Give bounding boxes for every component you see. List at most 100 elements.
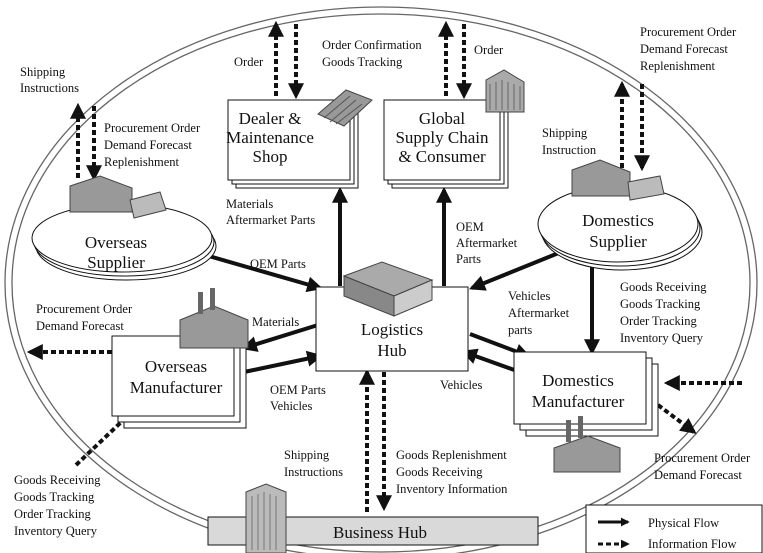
order-confirmation-2: Goods Tracking xyxy=(322,55,403,69)
dealer-label-2: Maintenance xyxy=(226,128,314,147)
order-left-label: Order xyxy=(234,55,264,69)
phys-arrow-dommanuf-to-hub xyxy=(460,348,521,374)
shipping-instruction-right-2: Instruction xyxy=(542,143,597,157)
materials-aftermarket-1: Materials xyxy=(226,197,273,211)
materials-label: Materials xyxy=(252,315,299,329)
proc-top-right-1: Procurement Order xyxy=(640,25,737,39)
oem-parts-vehicles-2: Vehicles xyxy=(270,399,312,413)
overseas-manufacturer-label-2: Manufacturer xyxy=(130,378,223,397)
goods-replenishment-2: Goods Receiving xyxy=(396,465,483,479)
legend: Physical Flow Information Flow xyxy=(585,504,763,553)
global-label-1: Global xyxy=(419,109,466,128)
proc-left-2: Demand Forecast xyxy=(104,138,192,152)
global-label-2: Supply Chain xyxy=(395,128,489,147)
goods-receiving-right-3: Order Tracking xyxy=(620,314,697,328)
proc-order-bottom-right-2: Demand Forecast xyxy=(654,468,742,482)
goods-replenishment-3: Inventory Information xyxy=(396,482,508,496)
phys-arrow-overmanuf-to-hub xyxy=(243,350,324,374)
vehicles-label: Vehicles xyxy=(440,378,482,392)
business-building-illustration xyxy=(245,483,287,553)
proc-order-left-1: Procurement Order xyxy=(36,302,133,316)
goods-receiving-right-2: Goods Tracking xyxy=(620,297,701,311)
shipping-instruction-right-1: Shipping xyxy=(542,126,588,140)
oem-aftermarket-1: OEM xyxy=(456,220,484,234)
legend-information-label: Information Flow xyxy=(648,537,737,551)
proc-order-left-2: Demand Forecast xyxy=(36,319,124,333)
oem-aftermarket-2: Aftermarket xyxy=(456,236,518,250)
overseas-supplier-factory-illustration xyxy=(69,175,167,219)
shipping-instructions-bottom-1: Shipping xyxy=(284,448,330,462)
overseas-manufacturer-factory-illustration xyxy=(179,288,249,349)
domestics-supplier-factory-illustration xyxy=(571,159,665,201)
shipping-instructions-tl-1: Shipping xyxy=(20,65,66,79)
materials-aftermarket-2: Aftermarket Parts xyxy=(226,213,315,227)
goods-replenishment-1: Goods Replenishment xyxy=(396,448,507,462)
vehicles-aftermarket-3: parts xyxy=(508,323,532,337)
order-confirmation-1: Order Confirmation xyxy=(322,38,422,52)
proc-order-bottom-right-1: Procurement Order xyxy=(654,451,751,465)
proc-left-3: Replenishment xyxy=(104,155,180,169)
vehicles-aftermarket-1: Vehicles xyxy=(508,289,550,303)
dealer-illustration xyxy=(317,89,373,127)
oem-parts-vehicles-1: OEM Parts xyxy=(270,383,326,397)
domestics-manufacturer-factory-illustration xyxy=(553,416,621,473)
goods-receiving-left-4: Inventory Query xyxy=(14,524,98,538)
domestics-supplier-label-1: Domestics xyxy=(582,211,654,230)
proc-top-right-2: Demand Forecast xyxy=(640,42,728,56)
proc-top-right-3: Replenishment xyxy=(640,59,716,73)
domestics-manufacturer-label-2: Manufacturer xyxy=(532,392,625,411)
dealer-label-3: Shop xyxy=(253,147,288,166)
domestics-supplier-label-2: Supplier xyxy=(589,232,647,251)
dealer-label-1: Dealer & xyxy=(239,109,302,128)
business-hub-label: Business Hub xyxy=(333,523,427,542)
overseas-supplier-label-1: Overseas xyxy=(85,233,147,252)
oem-parts-top-label: OEM Parts xyxy=(250,257,306,271)
goods-receiving-right-1: Goods Receiving xyxy=(620,280,707,294)
shipping-instructions-bottom-2: Instructions xyxy=(284,465,343,479)
shipping-instructions-tl-2: Instructions xyxy=(20,81,79,95)
phys-arrow-hub-to-overmanuf xyxy=(240,323,319,352)
overseas-supplier-label-2: Supplier xyxy=(87,253,145,272)
goods-receiving-left-3: Order Tracking xyxy=(14,507,91,521)
proc-left-1: Procurement Order xyxy=(104,121,201,135)
info-arrow-proc-bottom-right xyxy=(656,403,697,434)
outer-ring xyxy=(4,6,758,553)
logistics-hub-illustration xyxy=(342,261,434,317)
goods-receiving-left-1: Goods Receiving xyxy=(14,473,101,487)
office-building-illustration xyxy=(485,69,525,113)
oem-aftermarket-3: Parts xyxy=(456,252,481,266)
order-right-label: Order xyxy=(474,43,504,57)
goods-receiving-left-2: Goods Tracking xyxy=(14,490,95,504)
logistics-hub-label-2: Hub xyxy=(377,341,406,360)
vehicles-aftermarket-2: Aftermarket xyxy=(508,306,570,320)
phys-arrow-domsupplier-to-hub xyxy=(469,248,567,291)
domestics-manufacturer-label-1: Domestics xyxy=(542,371,614,390)
legend-physical-label: Physical Flow xyxy=(648,516,719,530)
overseas-manufacturer-label-1: Overseas xyxy=(145,357,207,376)
inner-ring xyxy=(11,13,751,553)
